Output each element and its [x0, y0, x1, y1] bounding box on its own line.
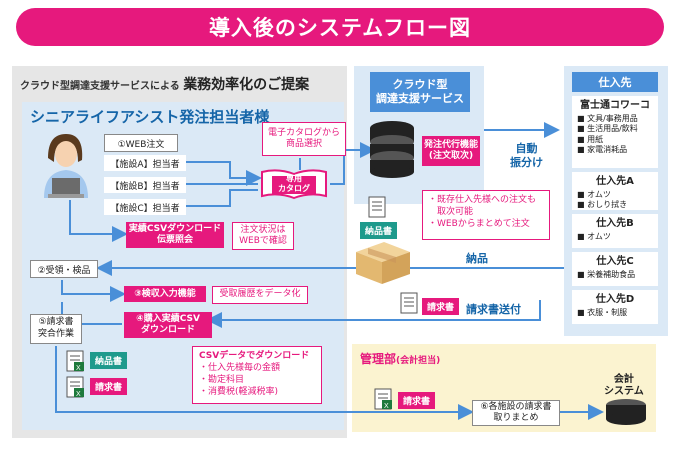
management-name: 管理部 — [360, 352, 397, 366]
facility-c: 【施設C】担当者 — [104, 199, 186, 215]
person-icon — [38, 128, 92, 202]
supplier-item: ■ 衣服・制服 — [577, 308, 628, 317]
cloud-delivery-doc-icon — [368, 196, 386, 222]
supplier-name: 富士通コワーコ — [580, 100, 650, 111]
facility-a: 【施設A】担当者 — [104, 155, 186, 171]
supplier-item: ■ 家電消耗品 — [577, 145, 628, 155]
supplier-title: 仕入先 — [572, 72, 658, 92]
order-proxy-function[interactable]: 発注代行機能 (注文取次) — [422, 136, 480, 166]
cloud-invoice-doc-icon — [400, 292, 418, 318]
facility-b: 【施設B】担当者 — [104, 177, 186, 193]
cloud-invoice-label: 請求書 — [422, 298, 460, 315]
cloud-note-1: ・既存仕入先様への注文も — [428, 195, 537, 205]
mgmt-invoice-label: 請求書 — [398, 392, 436, 409]
catalog-note: 電子カタログから 商品選択 — [262, 122, 346, 156]
proposal-prefix: クラウド型調達支援サービスによる — [20, 81, 180, 92]
proposal-heading: クラウド型調達支援サービスによる 業務効率化のご提案 — [20, 74, 309, 94]
svg-text:X: X — [76, 391, 81, 398]
receipt-box: ②受領・検品 — [30, 260, 98, 278]
page-title: 導入後のシステムフロー図 — [16, 8, 664, 46]
supplier-card-d: 仕入先D ■ 衣服・制服 — [572, 290, 658, 324]
supplier-name: 仕入先D — [595, 294, 635, 305]
client-title: シニアライフアシスト発注担当者様 — [30, 108, 270, 126]
delivery-slip-doc-icon: X — [66, 350, 86, 376]
supplier-item: ■ 文具/事務用品 — [577, 114, 638, 123]
catalog-icon[interactable] — [258, 168, 330, 200]
supplier-item: ■ オムツ — [577, 232, 611, 241]
management-subtitle: (会計担当) — [396, 356, 441, 366]
supplier-name: 仕入先B — [596, 218, 634, 229]
status-note: 注文状況は WEBで確認 — [232, 222, 294, 250]
cloud-note-2: 取次可能 — [428, 207, 474, 218]
supplier-item: ■ オムツ — [577, 190, 611, 199]
supplier-card-fujitsu: 富士通コワーコ ■ 文具/事務用品 ■ 生活用品/飲料 ■ 用紙 ■ 家電消耗品 — [572, 96, 658, 168]
supplier-card-c: 仕入先C ■ 栄養補助食品 — [572, 252, 658, 286]
supplier-item: ■ 生活用品/飲料 — [577, 124, 638, 134]
invoice-check-box: ⑤請求書 突合作業 — [30, 314, 82, 344]
csv-download-history-button[interactable]: 実績CSVダウンロード 伝票照会 — [126, 222, 224, 248]
csv-box-item-3: ・消費税(軽減税率) — [199, 387, 279, 398]
invoice-label: 請求書 — [90, 378, 128, 395]
csv-data-box: CSVデータでダウンロード ・仕入先様毎の金額 ・勘定科目 ・消費税(軽減税率) — [192, 346, 322, 404]
purchase-csv-button[interactable]: ④購入実績CSV ダウンロード — [124, 312, 212, 338]
invoice-send-label: 請求書送付 — [466, 303, 521, 316]
inspection-function-button[interactable]: ③検収入力機能 — [124, 286, 206, 302]
cloud-title: クラウド型 調達支援サービス — [370, 72, 470, 112]
supplier-card-b: 仕入先B ■ オムツ — [572, 214, 658, 248]
catalog-label: 専用 カタログ — [278, 174, 310, 193]
csv-box-item-2: ・勘定科目 — [199, 375, 245, 386]
step6-box: ⑥各施設の請求書 取りまとめ — [472, 400, 560, 426]
cloud-notes-box: ・既存仕入先様への注文も 取次可能 ・WEBからまとめて注文 — [422, 190, 550, 240]
delivery-slip-label: 納品書 — [90, 352, 128, 369]
auto-distribute-label: 自動 振分け — [510, 142, 543, 170]
delivery-label: 納品 — [466, 252, 488, 265]
management-title: 管理部(会計担当) — [360, 350, 440, 367]
web-order-box[interactable]: ①WEB注文 — [104, 134, 178, 152]
proposal-main: 業務効率化のご提案 — [183, 77, 310, 93]
supplier-name: 仕入先A — [596, 176, 634, 187]
csv-box-item-1: ・仕入先様毎の金額 — [199, 363, 281, 374]
server-icon — [368, 120, 416, 182]
supplier-card-a: 仕入先A ■ オムツ ■ おしり拭き — [572, 172, 658, 210]
package-icon — [352, 240, 414, 290]
mgmt-invoice-doc-icon: X — [374, 388, 394, 414]
supplier-item: ■ おしり拭き — [577, 200, 628, 210]
inspection-note: 受取履歴をデータ化 — [212, 286, 308, 304]
svg-text:X: X — [384, 403, 389, 410]
cloud-delivery-slip-label: 納品書 — [360, 222, 398, 239]
database-icon — [604, 398, 648, 430]
accounting-system-label: 会計 システム — [604, 374, 644, 397]
invoice-doc-icon: X — [66, 376, 86, 402]
supplier-item: ■ 用紙 — [577, 134, 604, 144]
svg-text:X: X — [76, 365, 81, 372]
supplier-name: 仕入先C — [596, 256, 634, 267]
csv-box-title: CSVデータでダウンロード — [199, 351, 310, 361]
cloud-note-3: ・WEBからまとめて注文 — [428, 219, 530, 230]
supplier-item: ■ 栄養補助食品 — [577, 270, 636, 279]
